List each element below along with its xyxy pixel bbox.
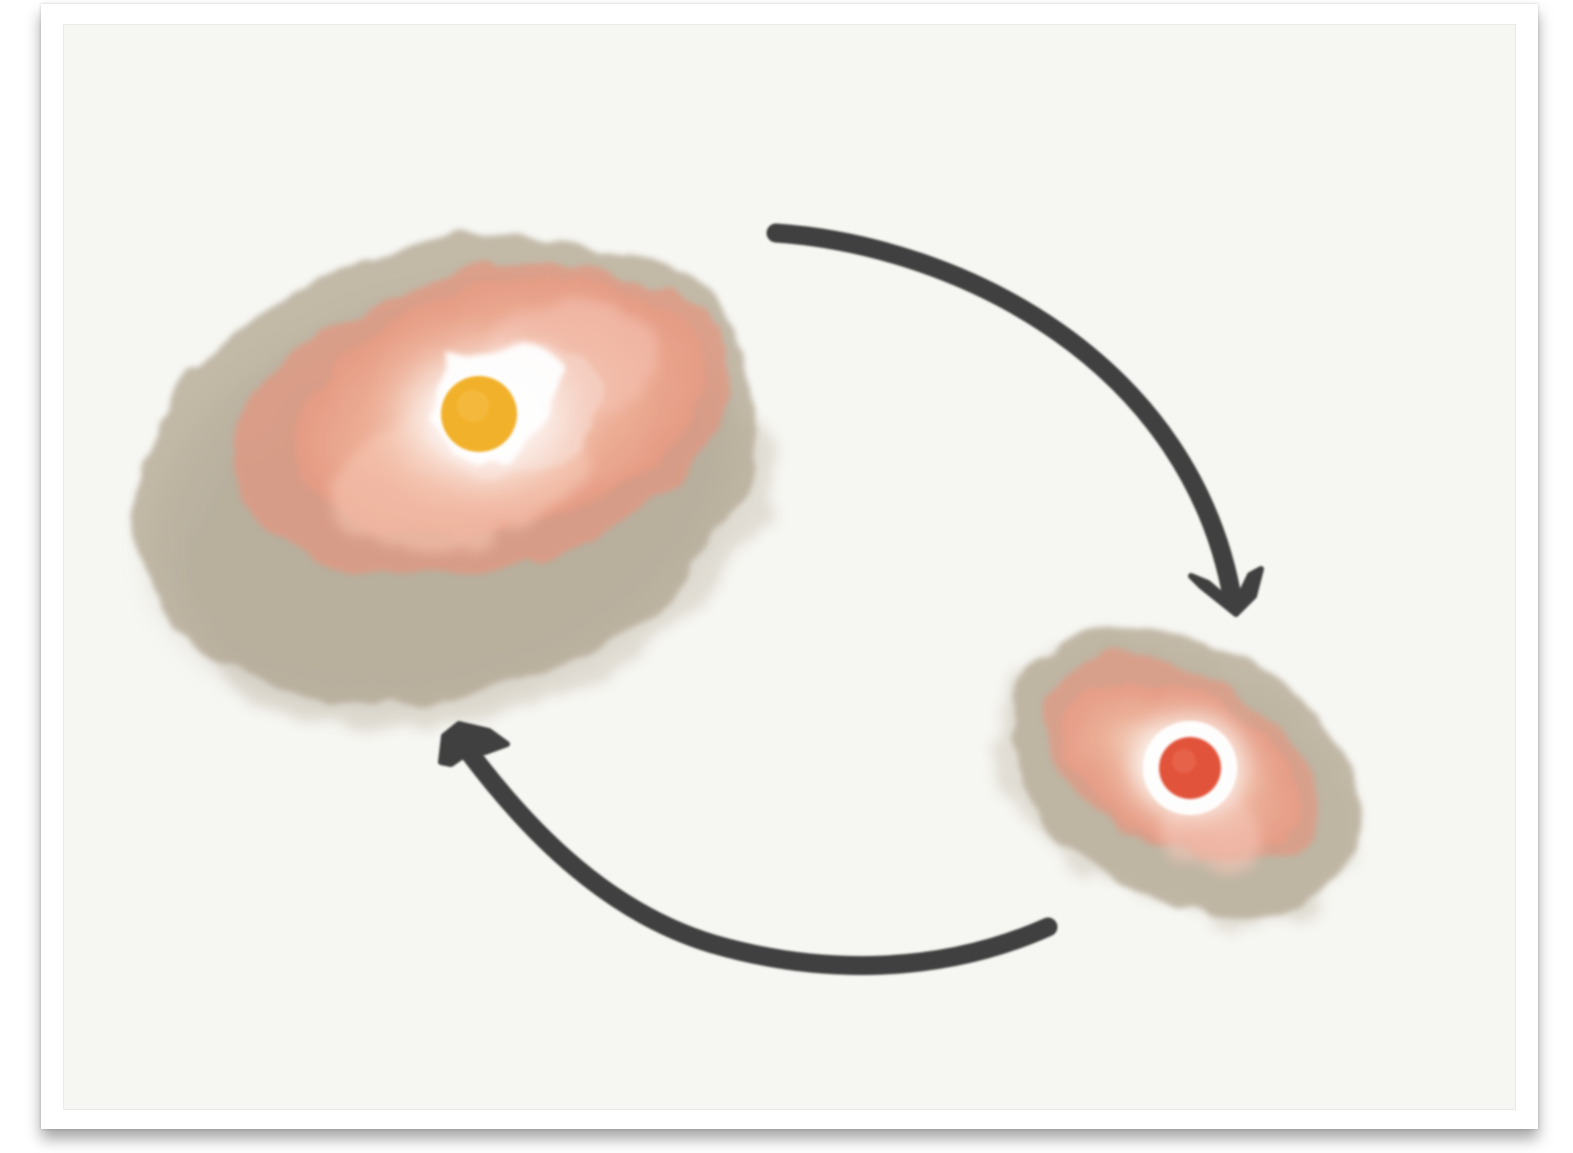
arrow-large-to-small [776, 233, 1261, 614]
large-galaxy [71, 156, 826, 806]
small-galaxy [945, 566, 1414, 983]
diagram-svg [63, 24, 1516, 1110]
diagram-canvas [63, 24, 1516, 1110]
arrow-small-to-large [441, 724, 1048, 966]
arrow-large-to-small-shaft [776, 233, 1233, 602]
arrow-small-to-large-shaft [463, 744, 1048, 966]
photo-frame [41, 4, 1538, 1129]
